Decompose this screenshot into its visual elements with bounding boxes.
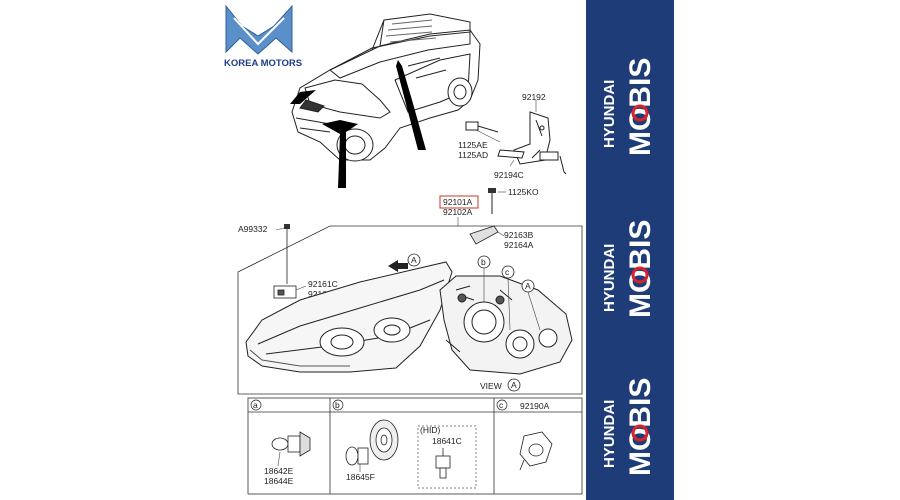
headlamp-rear — [439, 275, 573, 375]
view-label-circle — [507, 378, 521, 392]
callout-letter-c: c — [505, 267, 510, 277]
table-c-part: 92190A — [520, 401, 550, 411]
part-92102A: 92102A — [443, 207, 473, 217]
table-col-b: b — [335, 400, 340, 410]
table-circle-c — [496, 399, 508, 411]
hid-label: (HID) — [420, 425, 440, 435]
car-drawing — [291, 13, 481, 162]
view-marker-letter: A — [411, 255, 417, 265]
callout-letter-b: b — [481, 257, 486, 267]
part-1125AE: 1125AE — [458, 140, 488, 150]
table-circle-b — [332, 399, 344, 411]
part-92194C: 92194C — [494, 170, 524, 180]
brand-entry-1: HYUNDAI MOBIS — [601, 58, 657, 156]
table-circle-a — [250, 399, 262, 411]
logo-mark-icon — [225, 4, 293, 55]
korea-motors-logo: KOREA MOTORS — [224, 4, 302, 69]
brand-hyundai-3: HYUNDAI — [601, 400, 618, 468]
mobis-o-accent-icon-1 — [631, 104, 649, 122]
brand-entry-2: HYUNDAI MOBIS — [601, 220, 657, 318]
logo-text: KOREA MOTORS — [224, 58, 302, 69]
part-1125AD: 1125AD — [458, 150, 488, 160]
part-92161C: 92161C — [308, 279, 338, 289]
brand-hyundai-1: HYUNDAI — [601, 80, 618, 148]
hid-bulb-icon — [435, 448, 451, 479]
adjuster-bracket — [273, 285, 297, 299]
locator-arrow-left-icon — [290, 90, 316, 104]
part-18641C: 18641C — [432, 436, 462, 446]
bulb-a-icon — [271, 431, 311, 457]
view-marker-circle — [407, 253, 421, 267]
headlamp-front — [245, 261, 453, 373]
part-92164A: 92164A — [504, 240, 534, 250]
brand-entry-3: HYUNDAI MOBIS — [601, 378, 657, 476]
part-18642E: 18642E — [264, 466, 294, 476]
table-col-a: a — [253, 400, 258, 410]
callout-letter-a: A — [525, 281, 531, 291]
highlight-box-92101A — [439, 195, 479, 209]
view-label-letter: A — [511, 380, 517, 390]
brand-hyundai-2: HYUNDAI — [601, 244, 618, 312]
view-arrow-icon — [388, 260, 408, 272]
part-92101A: 92101A — [443, 197, 473, 207]
part-92192: 92192 — [522, 92, 546, 102]
part-1125KO: 1125KO — [508, 187, 539, 197]
mount-bracket-icon — [469, 225, 499, 245]
assembly-frame — [237, 225, 583, 395]
locator-arrow-front-icon — [322, 120, 358, 188]
part-92163B: 92163B — [504, 230, 534, 240]
table-col-c: c — [499, 400, 504, 410]
bolt-1125KO-icon — [488, 188, 496, 214]
hid-box — [417, 425, 477, 489]
locator-arrow-door-icon — [396, 60, 426, 150]
part-A99332: A99332 — [238, 224, 268, 234]
brand-banner — [586, 0, 674, 500]
logo-mark-inner-icon — [233, 17, 285, 46]
leveling-sensor — [465, 111, 567, 175]
part-18645F: 18645F — [346, 472, 375, 482]
bulb-c-icon — [519, 431, 553, 471]
view-label: VIEW — [480, 381, 502, 391]
mobis-o-accent-icon-3 — [631, 424, 649, 442]
part-18644E: 18644E — [264, 476, 294, 486]
bulb-b-icon — [345, 419, 399, 466]
screw-A99332-icon — [284, 224, 290, 284]
mobis-o-accent-icon-2 — [631, 266, 649, 284]
